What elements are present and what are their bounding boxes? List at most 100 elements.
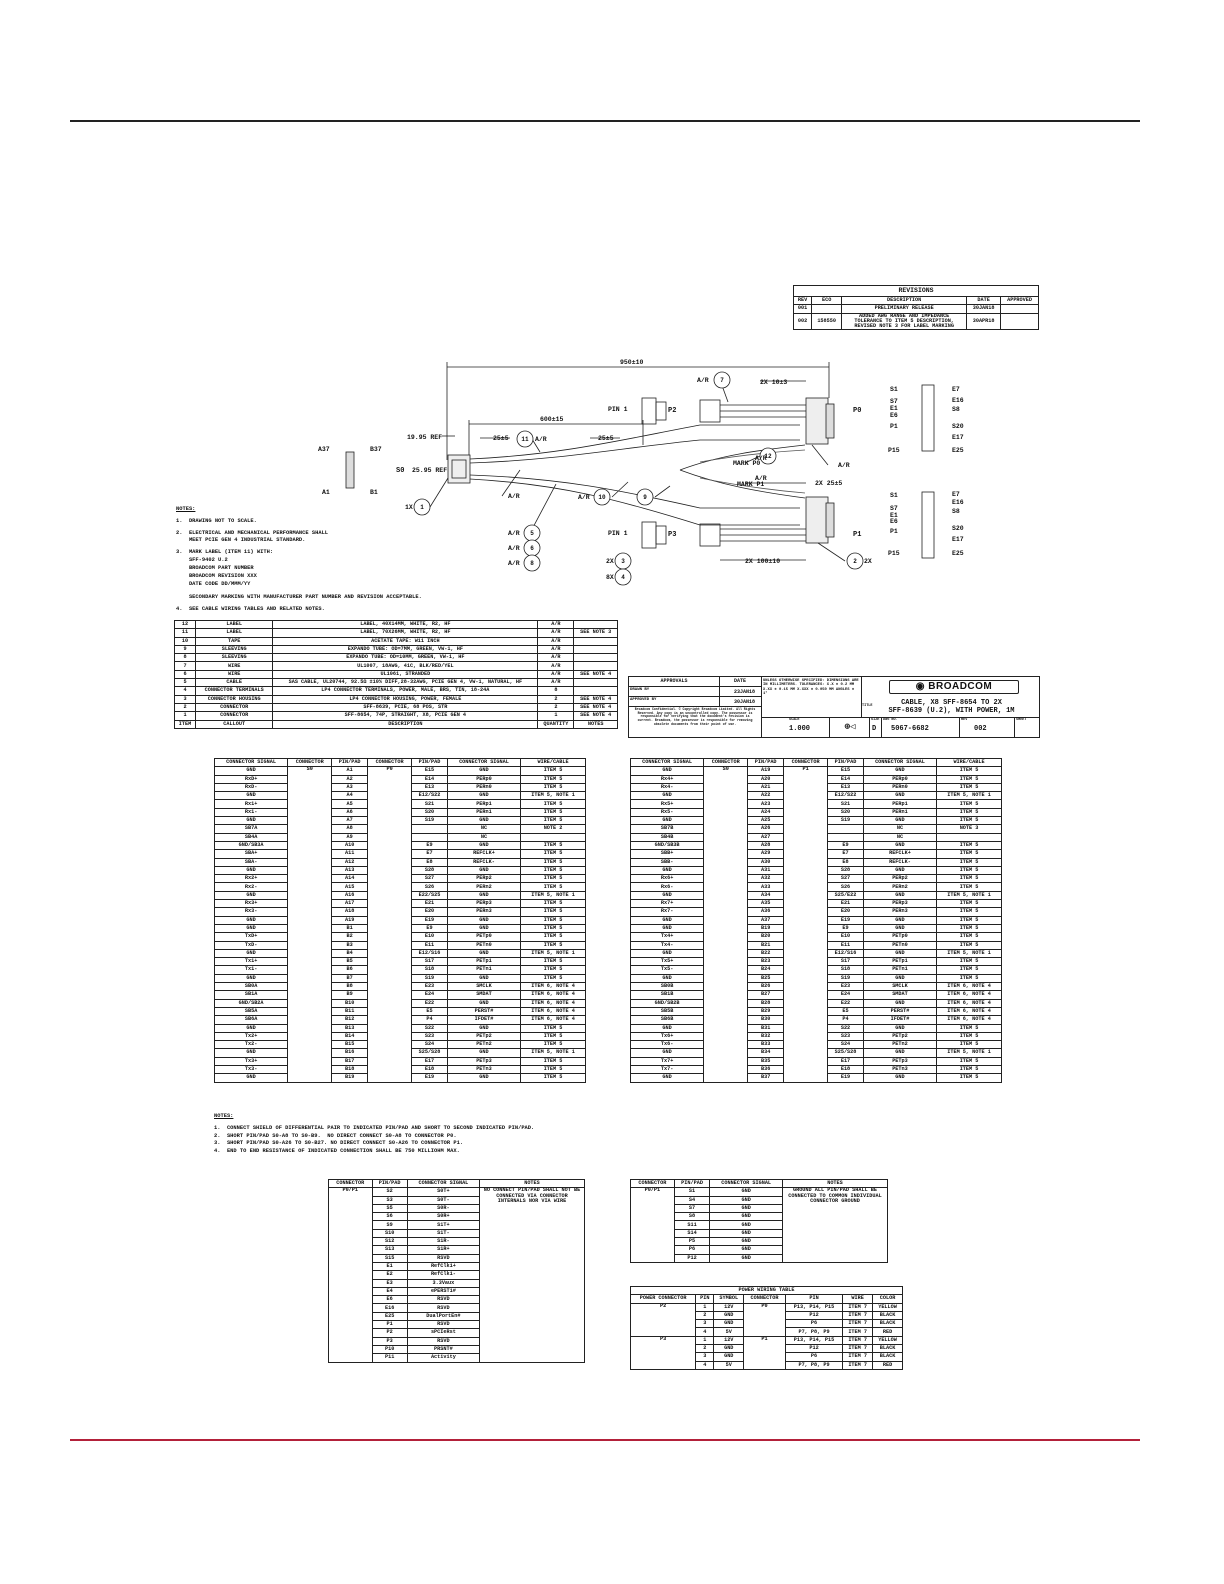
balloon-6: 6 [530,545,534,552]
wiring-cell-signal2: IFDET# [446,1015,522,1025]
wiring-cell-wire [520,832,586,842]
bom-cell [573,636,618,646]
wiring-cell-wire: ITEM 5 [936,1040,1002,1050]
power-color: RED [872,1360,903,1370]
bom-cell: A/R [537,661,575,671]
power-header-cell: POWER CONNECTOR [629,1294,697,1304]
wiring-cell-wire: ITEM 5 [936,915,1002,925]
bom-header-cell: QUANTITY [537,719,575,729]
table-pin: E6 [371,1295,408,1305]
pin-s7: S7 [890,398,898,405]
tb-size-label: SIZE [871,718,880,722]
wiring-cell-signal2: SMCLK [446,981,522,992]
wiring-cell-pin: B21 [747,940,785,950]
wiring-cell-signal2: GND [862,1048,938,1058]
dim-mid: 2X 25±5 [815,480,842,487]
wiring-cell-wire: ITEM 6, NOTE 4 [520,998,586,1008]
wiring-cell-signal: GND [629,973,705,984]
wiring-cell-signal2: GND [446,865,522,876]
balloon-1: 1 [420,504,424,511]
wiring-cell-wire: ITEM 5 [936,840,1002,851]
wiring-cell-wire: ITEM 5 [520,799,586,809]
wiring-cell-pin: B15 [331,1040,369,1050]
table-signal: GND [709,1253,783,1263]
wiring-cell-signal2: NC [862,832,938,842]
bom-cell: LABEL, 40X14MM, WHITE, R2, HF [272,619,539,630]
wiring-cell-wire: ITEM 5, NOTE 1 [520,948,586,959]
power-color: BLACK [872,1344,903,1354]
wiring-cell-wire: ITEM 5 [520,907,586,917]
wiring-cell-pin2: S17 [411,957,448,967]
wiring-cell-signal2: REFCLK+ [446,849,522,859]
table-pin: E1 [371,1261,408,1272]
table-signal: GND [709,1203,783,1214]
wiring-cell-pin: B25 [747,973,785,984]
wiring-cell-pin: B23 [747,957,785,967]
wiring-cell-signal2: PETp2 [446,1031,522,1042]
note-line: MEET PCIE GEN 4 INDUSTRIAL STANDARD. [176,537,306,544]
wiring-cell-pin2: S24 [827,1040,864,1050]
wiring-cell-wire: ITEM 6, NOTE 4 [936,1015,1002,1025]
wiring-cell-signal: Tx3- [213,1064,289,1075]
dim-breakout: 600±15 [540,416,564,423]
wiring-cell-pin2: S18 [411,965,448,975]
table-signal: RSVD [406,1303,481,1313]
wiring-cell-wire: ITEM 5 [520,915,586,925]
wiring-cell-signal: Rx7- [629,907,705,917]
wiring-cell-pin2: S19 [411,973,448,984]
title-block: APPROVALS DATE DRAWN BY 23JAN18 APPROVED… [628,676,1040,738]
wiring-cell-pin: B29 [747,1006,785,1017]
wiring-cell-wire: ITEM 6, NOTE 4 [520,1006,586,1017]
wiring-cell-signal2: PETp3 [862,1056,938,1067]
tb-dwg-label: DWG NO. [883,718,898,722]
wiring-cell-signal: Tx6+ [629,1031,705,1042]
wiring-cell-pin: A35 [747,899,785,909]
tb-rev-label: REV [961,718,968,722]
wiring-cell-pin2: E8 [827,857,864,867]
bom-cell: CABLE [195,678,274,688]
table-pin: S14 [673,1228,711,1239]
wiring-cell-pin: B31 [747,1023,785,1033]
wiring-cell-wire: ITEM 5 [936,1031,1002,1042]
wiring-cell-pin: A20 [747,774,785,784]
bom-cell: LABEL, 70X26MM, WHITE, R2, HF [272,628,539,638]
wiring-cell-signal: GND [213,791,289,801]
table-signal: RSVD [406,1253,481,1263]
wiring-cell-wire: ITEM 5 [936,865,1002,876]
note-line: BROADCOM PART NUMBER [176,564,254,571]
wiring-cell-wire: ITEM 5 [936,1064,1002,1075]
wiring-cell-pin: B3 [331,940,369,950]
wiring-cell-pin2: S27 [411,874,448,884]
wiring-cell-signal: Tx4- [629,940,705,950]
bom-cell: 2 [537,694,575,704]
table-pin: S2 [371,1187,408,1197]
wiring-cell-signal: Rx1- [213,807,289,818]
wiring-cell-wire: ITEM 5, NOTE 1 [936,791,1002,801]
wiring-cell-signal: SB5B [629,1006,705,1017]
table-pin: S10 [371,1228,408,1239]
bom-header-cell: CALLOUT [195,719,274,729]
wiring-cell-pin2: S21 [411,799,448,809]
wiring-cell-pin: B6 [331,965,369,975]
wiring-cell-signal2: GND [446,1023,522,1033]
wiring-cell-wire: ITEM 5 [936,932,1002,942]
wiring-cell-pin: A28 [747,840,785,851]
wiring-cell-wire: ITEM 5 [520,1040,586,1050]
tb-approved-date: 30JAN18 [734,699,756,705]
wiring-cell-signal: SB6A [213,1015,289,1025]
wiring-cell-signal: Tx5- [629,965,705,975]
power-color: YELLOW [872,1302,903,1312]
label-a1: A1 [322,489,330,496]
wiring-cell-signal: Tx3+ [213,1056,289,1067]
pin-e17b: E17 [952,536,964,543]
tb-approved-by: APPROVED BY [630,698,657,702]
wiring-header-cell: CONNECTOR [367,757,413,768]
label-ar-10b: A/R [508,493,520,500]
label-ar-11: A/R [535,436,547,443]
wiring-cell-signal: Rx5- [629,807,705,818]
